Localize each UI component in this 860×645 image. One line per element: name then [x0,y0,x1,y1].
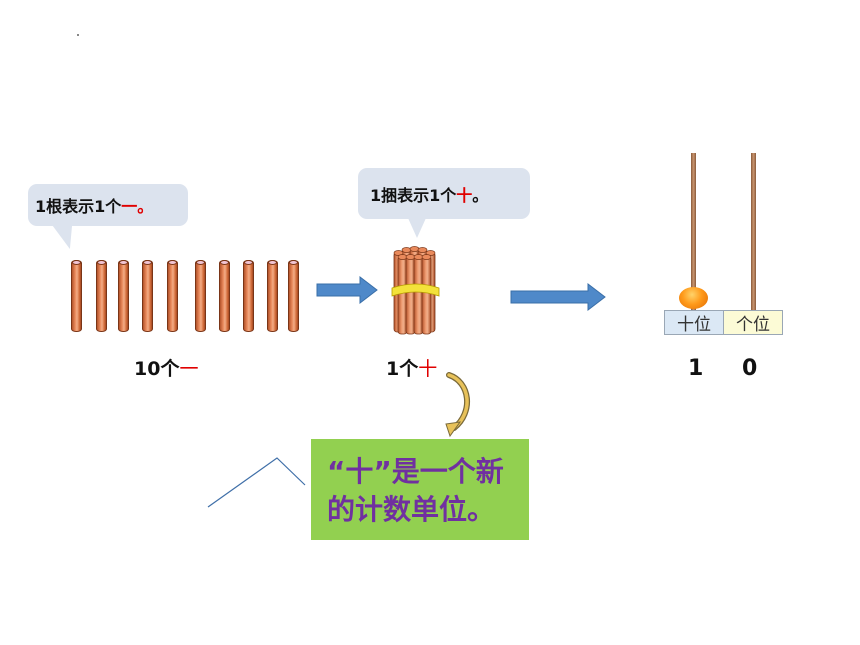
caption-one-ten: 1个十 [386,354,437,381]
stick-icon [167,260,178,332]
stick-icon [195,260,206,332]
right-arrow-icon [316,276,378,304]
place-value-labels: 十位 个位 [664,310,783,335]
ones-place-label: 个位 [724,311,782,335]
stick-icon [96,260,107,332]
stick-icon [243,260,254,332]
note-box: “十”是一个新 的计数单位。 [311,439,529,540]
decorative-dot [77,34,79,36]
bubble-one-suffix: 。 [137,197,154,216]
curved-arrow-icon [445,372,471,438]
stick-icon [118,260,129,332]
abacus-rod-icon [751,153,756,310]
caption-ones-unit: 一 [179,358,199,380]
stick-icon [288,260,299,332]
speech-bubble-one: 1根表示1个一。 [28,184,188,226]
caption-tens-count: 1个 [386,358,419,380]
stick-icon [267,260,278,332]
decorative-lines [207,457,306,508]
note-line-1: “十”是一个新 [327,455,504,488]
speech-bubble-ten: 1捆表示1个十。 [358,168,530,219]
tens-digit: 1 [688,356,704,381]
bubble-ten-suffix: 。 [472,185,489,205]
bubble-one-highlight: 一 [121,197,138,216]
right-arrow-icon [510,283,606,311]
bubble-ten-highlight: 十 [456,185,473,205]
speech-bubble-one-tail [52,225,80,249]
bead-icon [679,287,708,309]
bubble-one-prefix: 1根表示1个 [35,197,122,216]
stick-icon [219,260,230,332]
bundle-icon [391,246,440,335]
abacus-rod-icon [691,153,696,310]
ones-digit: 0 [742,356,758,381]
caption-tens-unit: 十 [418,358,438,380]
speech-bubble-ten-tail [408,218,426,238]
caption-ten-ones: 10个一 [134,354,198,381]
bubble-ten-prefix: 1捆表示1个 [370,185,457,205]
caption-ones-count: 10个 [134,358,180,380]
stick-icon [142,260,153,332]
tens-place-label: 十位 [665,311,724,335]
note-line-2: 的计数单位。 [327,493,496,526]
stick-icon [71,260,82,332]
